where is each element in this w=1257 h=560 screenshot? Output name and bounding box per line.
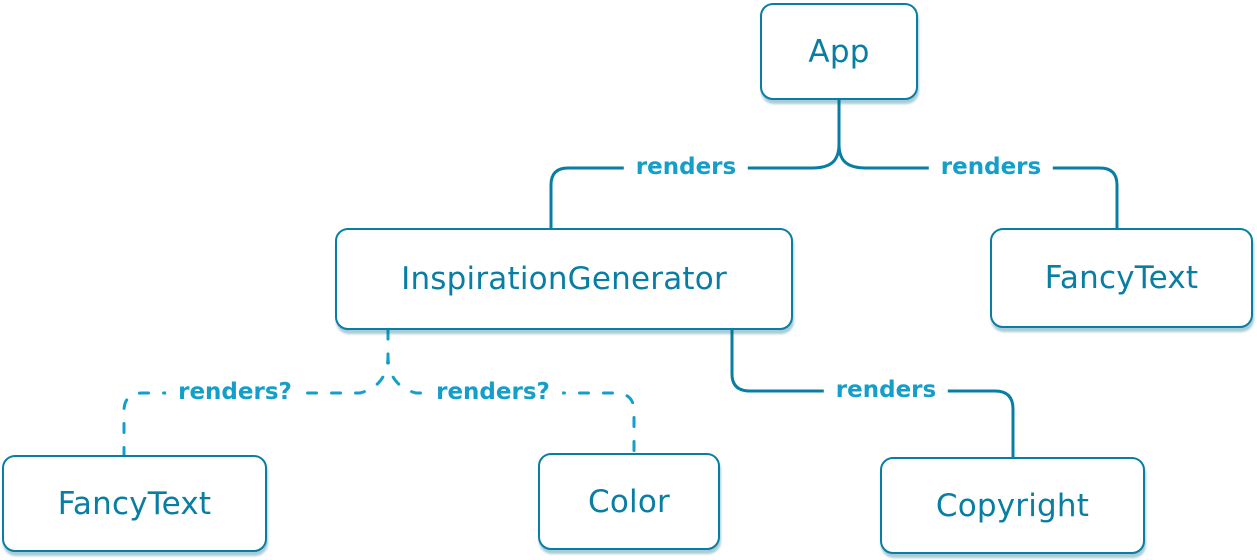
node-fancy-text-bottom-label: FancyText: [57, 485, 212, 522]
node-fancy-text-top-label: FancyText: [1044, 260, 1199, 296]
node-color-label: Color: [588, 483, 670, 520]
node-copyright: Copyright: [880, 457, 1145, 554]
node-fancy-text-top: FancyText: [990, 228, 1253, 328]
edge-inspirationgenerator-fancytext-dashed: [122, 328, 390, 457]
edge-label-renders-left: renders: [623, 153, 749, 183]
edge-label-renders-conditional-right: renders?: [424, 378, 562, 408]
node-fancy-text-bottom: FancyText: [2, 455, 267, 552]
edge-label-renders-copyright: renders: [823, 376, 949, 406]
node-copyright-label: Copyright: [935, 487, 1090, 524]
node-color: Color: [538, 453, 720, 550]
node-app-label: App: [808, 33, 870, 70]
edge-label-renders-right: renders: [928, 153, 1054, 183]
node-inspiration-generator-label: InspirationGenerator: [401, 261, 727, 297]
node-app: App: [760, 3, 918, 100]
node-inspiration-generator: InspirationGenerator: [335, 228, 793, 330]
edge-label-renders-conditional-left: renders?: [166, 378, 304, 408]
